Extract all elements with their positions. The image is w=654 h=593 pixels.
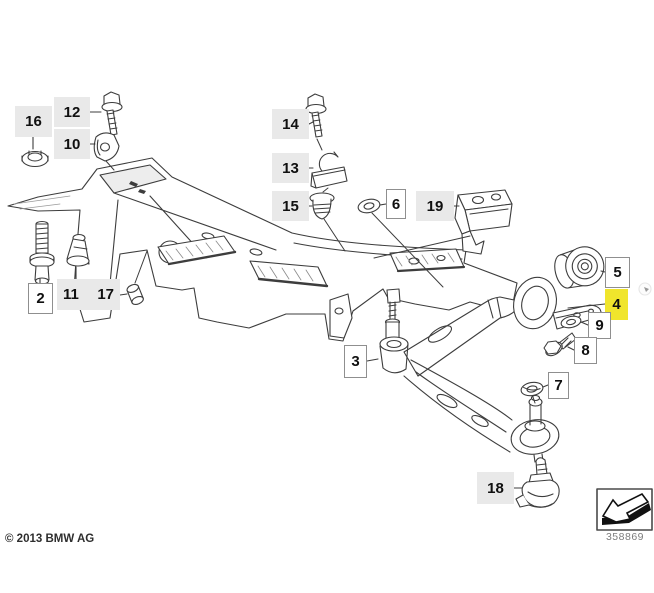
clamp-13-art — [310, 151, 348, 189]
rubber-bushing-art — [554, 246, 605, 289]
callout-11-17-group: 11 17 — [57, 279, 120, 310]
callout-18[interactable]: 18 — [477, 472, 514, 504]
sleeve-17-art — [126, 283, 144, 305]
plug-15-art — [309, 192, 335, 220]
direction-arrow-box[interactable] — [596, 488, 653, 531]
callout-5[interactable]: 5 — [605, 257, 630, 288]
callout-3[interactable]: 3 — [344, 345, 367, 378]
copyright-text: © 2013 BMW AG — [5, 533, 95, 545]
callout-17[interactable]: 17 — [97, 286, 114, 303]
cursor-artifact — [638, 282, 652, 296]
callout-9[interactable]: 9 — [588, 312, 611, 339]
callout-19[interactable]: 19 — [416, 191, 454, 221]
bracket-10-art — [93, 132, 120, 162]
bolt-14-art — [305, 93, 327, 138]
callout-2[interactable]: 2 — [28, 283, 53, 314]
washer-9-art — [560, 315, 582, 329]
subframe-art — [7, 157, 518, 342]
callout-11[interactable]: 11 — [63, 286, 79, 303]
nut-16-art — [21, 150, 49, 168]
ball-joint-18-art — [515, 457, 560, 508]
callout-7[interactable]: 7 — [548, 372, 569, 399]
callout-15[interactable]: 15 — [272, 191, 309, 221]
callout-16[interactable]: 16 — [15, 106, 52, 137]
callout-12[interactable]: 12 — [54, 97, 90, 127]
callout-10[interactable]: 10 — [54, 129, 90, 159]
diagram-number: 358869 — [605, 531, 645, 543]
callout-14[interactable]: 14 — [272, 109, 309, 139]
callout-6[interactable]: 6 — [386, 189, 406, 219]
leader-lines — [32, 111, 606, 489]
cone-plug-11-art — [66, 233, 90, 267]
callout-13[interactable]: 13 — [272, 153, 309, 183]
callout-8[interactable]: 8 — [574, 337, 597, 364]
alignment-lines — [105, 138, 536, 404]
bolt-12-art — [101, 91, 123, 136]
bracket-19-art — [454, 189, 513, 255]
washer-7-art — [520, 381, 544, 397]
bolt-8-art — [543, 332, 577, 357]
bolt-2-art — [29, 220, 55, 285]
washer-6-art — [357, 198, 381, 214]
